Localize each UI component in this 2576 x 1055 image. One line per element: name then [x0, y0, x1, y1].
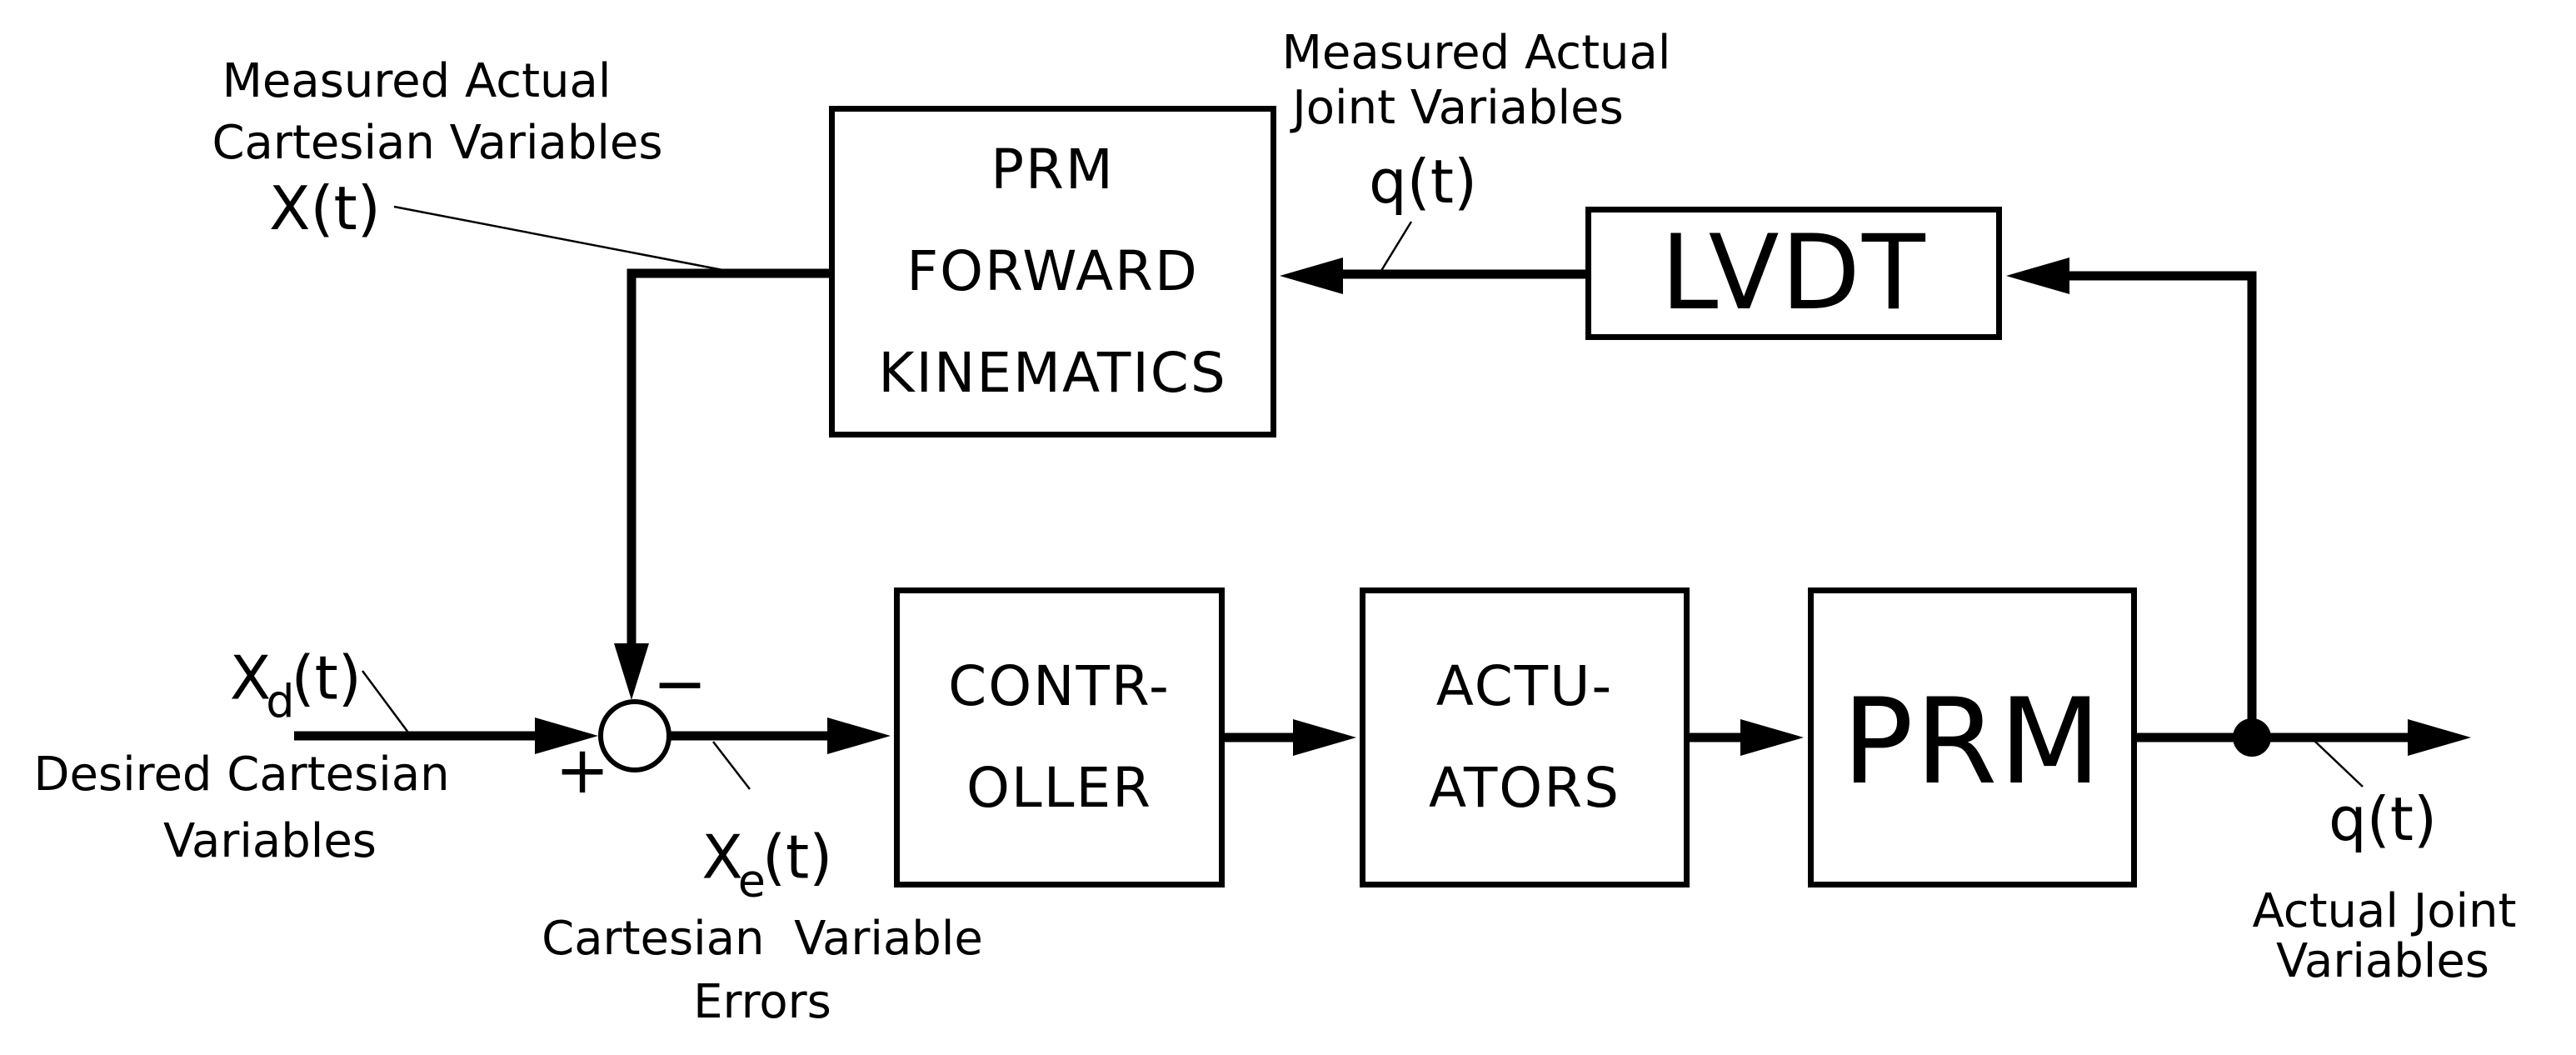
actual-joint-caption-line1: Actual Joint [2252, 884, 2517, 938]
actuators-label-line1: ACTU- [1435, 654, 1614, 718]
block-forward-kinematics: PRM FORWARD KINEMATICS [829, 106, 1276, 438]
leader-xt [393, 205, 736, 274]
leader-xdt [361, 670, 412, 737]
arrowhead-down-into-summing [614, 643, 649, 700]
block-controller: CONTR- OLLER [894, 588, 1225, 888]
measured-joint-caption-line1: Measured Actual [1281, 26, 1671, 80]
feedback-to-lvdt-line [2069, 271, 2257, 738]
fk-label-line3: KINEMATICS [878, 341, 1227, 405]
arrowhead-into-fk [1280, 258, 1343, 294]
signal-xt: X(t) [269, 173, 381, 243]
controller-label-line1: CONTR- [948, 654, 1171, 718]
fk-label-line1: PRM [991, 138, 1115, 202]
signal-xet-paren: (t) [761, 822, 833, 892]
fk-output-line [627, 268, 829, 643]
summing-junction [598, 699, 671, 772]
summing-plus-sign: + [555, 733, 610, 808]
desired-caption-line2: Variables [163, 814, 377, 868]
signal-xdt: Xd(t) [192, 598, 362, 728]
takeoff-dot [2233, 718, 2271, 757]
signal-qt-right: q(t) [2328, 784, 2438, 854]
signal-qt-top: q(t) [1368, 147, 1478, 217]
block-prm: PRM [1808, 588, 2137, 888]
signal-xdt-subscript: d [266, 675, 295, 728]
fk-label-line2: FORWARD [906, 239, 1199, 303]
leader-qt-right [2313, 739, 2364, 788]
signal-xet: Xe(t) [664, 778, 833, 908]
measured-cartesian-caption-line1: Measured Actual [222, 54, 612, 108]
prm-label: PRM [1842, 672, 2103, 811]
signal-xdt-base: X [229, 642, 272, 713]
errors-caption-line1: Cartesian Variable [542, 912, 983, 966]
leader-xet [712, 741, 751, 790]
signal-xdt-paren: (t) [291, 642, 362, 713]
measured-joint-caption-line2: Joint Variables [1292, 81, 1624, 135]
actuators-label-line2: ATORS [1428, 756, 1621, 820]
signal-xet-base: X [701, 822, 743, 892]
block-actuators: ACTU- ATORS [1360, 588, 1690, 888]
measured-cartesian-caption-line2: Cartesian Variables [212, 116, 663, 170]
controller-label-line2: OLLER [966, 756, 1153, 820]
summing-minus-sign: − [652, 647, 707, 722]
desired-caption-line1: Desired Cartesian [33, 748, 450, 802]
arrowhead-output [2408, 719, 2471, 756]
arrowhead-into-prm [1740, 719, 1804, 756]
lvdt-label: LVDT [1660, 213, 1927, 333]
block-lvdt: LVDT [1585, 207, 2002, 340]
signal-xet-subscript: e [737, 854, 766, 908]
leader-qt-top [1378, 221, 1413, 274]
arrowhead-into-summing [535, 718, 598, 754]
arrowhead-into-actuators [1293, 719, 1356, 756]
errors-caption-line2: Errors [693, 975, 831, 1029]
arrowhead-into-controller [827, 718, 891, 754]
actual-joint-caption-line2: Variables [2276, 934, 2489, 988]
arrowhead-into-lvdt [2006, 258, 2069, 294]
